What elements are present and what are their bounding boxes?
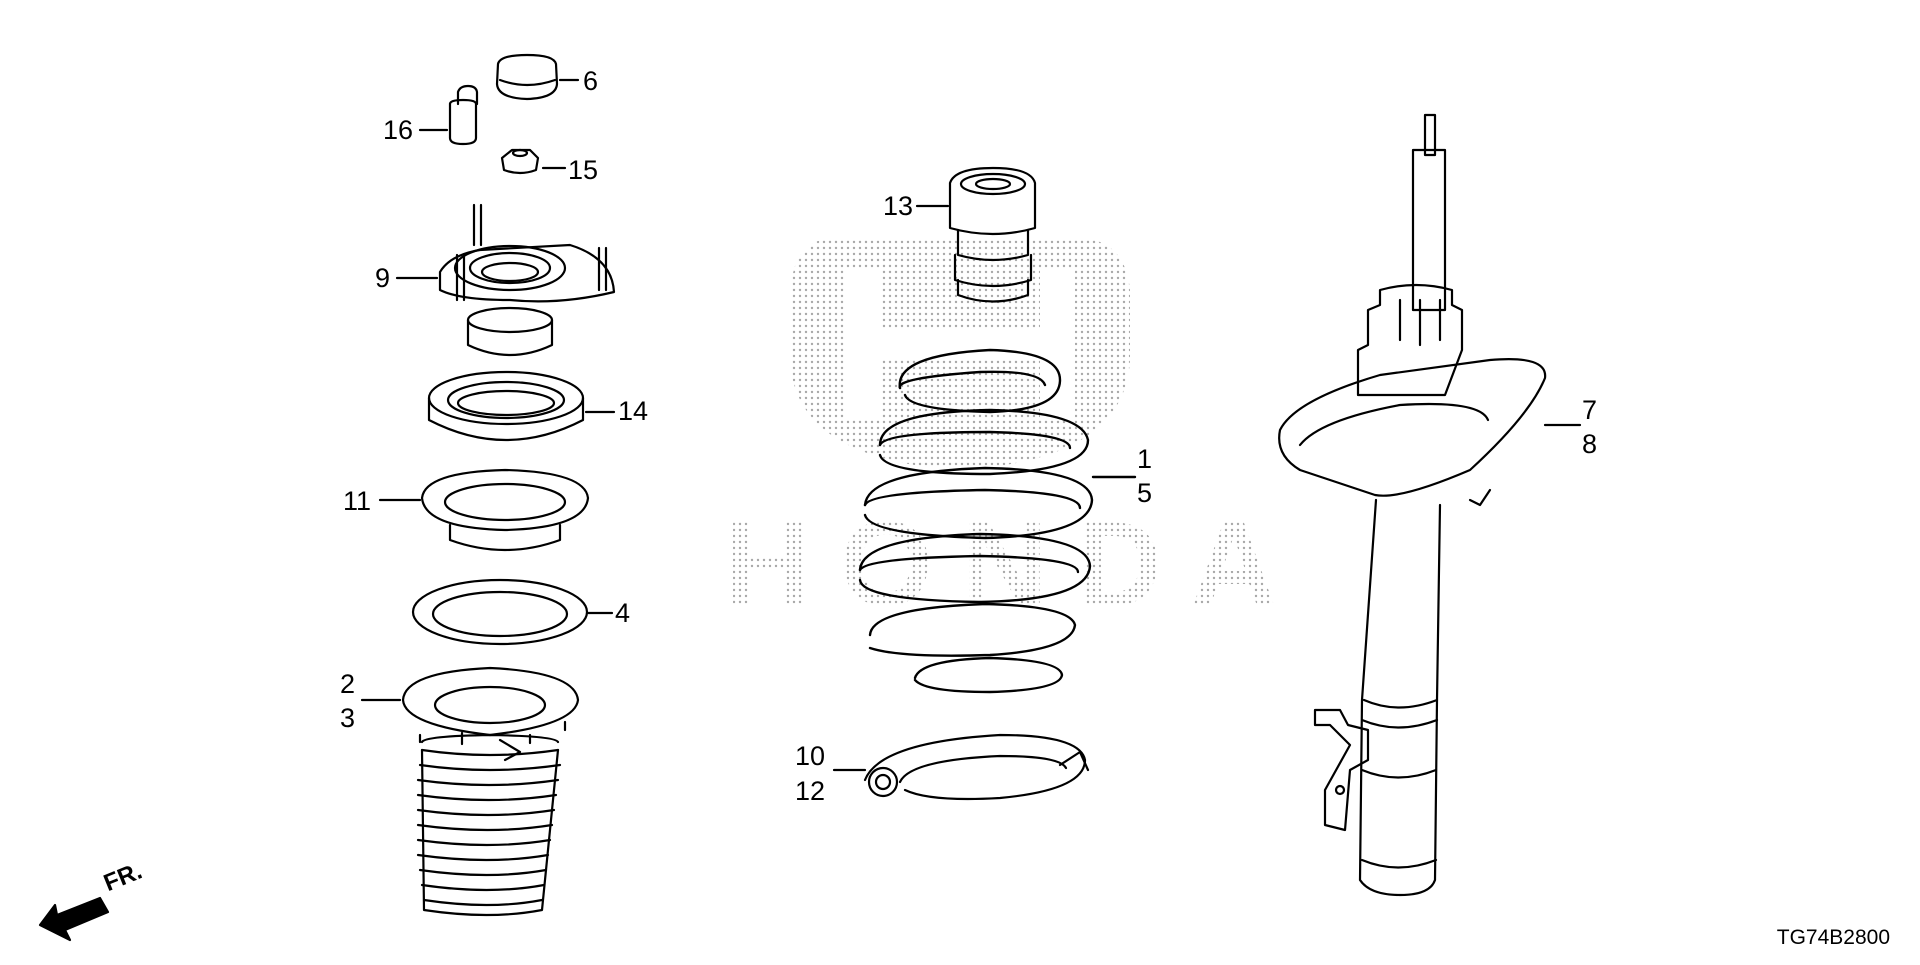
front-direction-arrow	[38, 896, 110, 942]
callout-6: 6	[583, 66, 599, 96]
callout-15: 15	[568, 155, 599, 185]
callout-8: 8	[1582, 429, 1598, 459]
svg-text:HONDA: HONDA	[725, 497, 1305, 631]
callout-1: 1	[1137, 444, 1153, 474]
part-13-bump-stop	[915, 166, 1037, 303]
part-9-mount-base	[395, 203, 616, 357]
part-10-12-lower-seat	[832, 733, 1090, 801]
part-11-spring-seat	[378, 468, 590, 552]
callout-7: 7	[1582, 395, 1598, 425]
callout-10: 10	[795, 741, 826, 771]
part-16-collar	[418, 84, 479, 146]
part-2-3-dust-boot	[360, 666, 580, 917]
part-7-8-strut	[1278, 113, 1582, 897]
drawing-code: TG74B2800	[1776, 926, 1890, 949]
callout-3: 3	[340, 703, 356, 733]
callout-9: 9	[375, 263, 391, 293]
callout-4: 4	[615, 598, 631, 628]
part-15-nut	[500, 148, 567, 175]
callout-12: 12	[795, 776, 826, 806]
dust-boot-bellows	[416, 748, 562, 907]
callout-2: 2	[340, 669, 356, 699]
callout-5: 5	[1137, 478, 1153, 508]
part-4-rubber-seat	[411, 578, 614, 646]
part-6-cap	[495, 53, 580, 101]
callout-11: 11	[343, 486, 372, 516]
honda-watermark-logo: HONDA	[725, 238, 1305, 631]
part-14-bearing	[427, 370, 616, 441]
callout-14: 14	[618, 396, 649, 426]
part-1-5-coil-spring	[858, 348, 1137, 694]
callout-16: 16	[383, 115, 414, 145]
callout-13: 13	[883, 191, 914, 221]
